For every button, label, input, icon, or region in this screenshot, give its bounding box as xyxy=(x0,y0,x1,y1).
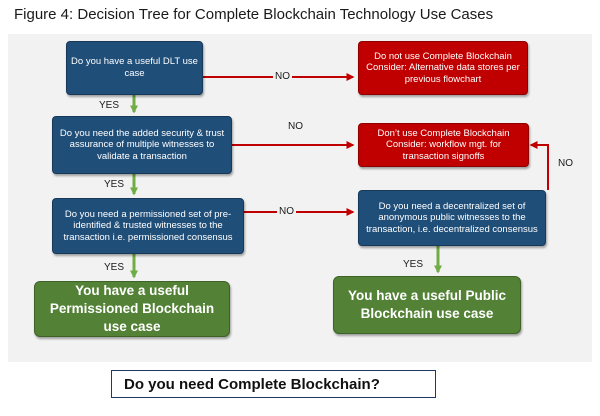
edge-label-permissioned-yes: YES xyxy=(104,262,125,273)
result-permissioned-text: You have a useful Permissioned Blockchai… xyxy=(49,282,215,335)
result-workflow-text: Don’t use Complete Blockchain Consider: … xyxy=(377,127,510,162)
arrow-decentralized-no xyxy=(529,141,549,190)
edge-label-security-yes: YES xyxy=(104,179,125,190)
result-no-complete-text: Do not use Complete Blockchain Consider:… xyxy=(366,50,520,85)
result-public-text: You have a useful Public Blockchain use … xyxy=(347,287,507,321)
result-public-box: You have a useful Public Blockchain use … xyxy=(333,276,521,334)
result-workflow-box: Don’t use Complete Blockchain Consider: … xyxy=(358,123,529,167)
question-dlt-text: Do you have a useful DLT use case xyxy=(71,56,198,79)
question-security-text: Do you need the added security & trust a… xyxy=(59,127,225,162)
question-permissioned-text: Do you need a permissioned set of pre-id… xyxy=(63,208,233,243)
result-permissioned-box: You have a useful Permissioned Blockchai… xyxy=(34,281,230,337)
complete-blockchain-question: Do you need Complete Blockchain? xyxy=(111,370,436,398)
figure-title: Figure 4: Decision Tree for Complete Blo… xyxy=(14,6,494,23)
edge-label-permissioned-no: NO xyxy=(277,206,296,217)
result-no-complete-box: Do not use Complete Blockchain Consider:… xyxy=(358,41,528,95)
question-decentralized-box: Do you need a decentralized set of anony… xyxy=(358,190,546,246)
edge-label-decentralized-no: NO xyxy=(558,158,573,169)
question-decentralized-text: Do you need a decentralized set of anony… xyxy=(366,200,538,235)
edge-label-dlt-yes: YES xyxy=(99,100,120,111)
question-permissioned-box: Do you need a permissioned set of pre-id… xyxy=(52,198,244,254)
question-dlt-box: Do you have a useful DLT use case xyxy=(66,41,203,95)
edge-label-decentralized-yes: YES xyxy=(403,259,424,270)
edge-label-dlt-no: NO xyxy=(273,71,292,82)
complete-blockchain-question-text: Do you need Complete Blockchain? xyxy=(124,375,380,393)
edge-label-security-no: NO xyxy=(288,121,303,132)
question-security-box: Do you need the added security & trust a… xyxy=(52,116,232,174)
